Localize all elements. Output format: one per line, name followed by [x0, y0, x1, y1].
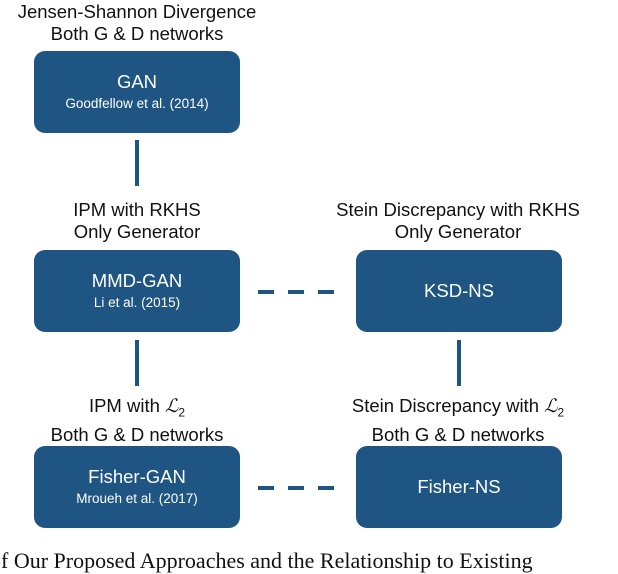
mmd-to-ksd-dashed-connector	[258, 290, 334, 294]
fisher-ns-box-title: Fisher-NS	[417, 476, 501, 497]
ksd-label-line1: Stein Discrepancy with RKHS	[336, 199, 580, 220]
gan-box-citation: Goodfellow et al. (2014)	[65, 96, 209, 111]
mmd-label-line1: IPM with RKHS	[73, 199, 201, 220]
fisher-gan-box: Fisher-GAN Mroueh et al. (2017)	[34, 446, 240, 528]
ksd-to-fns-connector	[457, 340, 461, 386]
fgan-label: IPM with ℒ2 Both G & D networks	[51, 395, 224, 446]
l2-subscript: 2	[557, 405, 565, 420]
gan-label: Jensen-Shannon Divergence Both G & D net…	[18, 1, 257, 45]
fisher-gan-box-title: Fisher-GAN	[88, 466, 186, 487]
ksd-label-line2: Only Generator	[394, 221, 522, 242]
fisher-gan-box-citation: Mroueh et al. (2017)	[76, 491, 198, 506]
l2-symbol: ℒ	[165, 396, 179, 417]
fns-label: Stein Discrepancy with ℒ2 Both G & D net…	[352, 395, 564, 446]
gan-label-line2: Both G & D networks	[50, 23, 224, 44]
gan-to-mmd-connector	[135, 140, 139, 186]
gan-box: GAN Goodfellow et al. (2014)	[34, 51, 240, 133]
fisher-ns-box: Fisher-NS	[356, 446, 562, 528]
fgan-label-line1: IPM with ℒ2	[88, 395, 186, 420]
mmd-gan-box-title: MMD-GAN	[91, 270, 183, 291]
ksd-ns-box: KSD-NS	[356, 250, 562, 332]
l2-subscript: 2	[178, 405, 186, 420]
fns-label-line2: Both G & D networks	[371, 423, 545, 445]
gan-label-line1: Jensen-Shannon Divergence	[17, 1, 257, 22]
ksd-label: Stein Discrepancy with RKHS Only Generat…	[336, 199, 580, 243]
ksd-ns-box-title: KSD-NS	[424, 280, 494, 301]
mmd-label: IPM with RKHS Only Generator	[73, 199, 200, 243]
gan-box-title: GAN	[116, 71, 158, 92]
l2-symbol: ℒ	[544, 396, 558, 417]
fgan-label-line2: Both G & D networks	[50, 423, 224, 445]
mmd-to-fgan-connector	[135, 340, 139, 386]
mmd-gan-box-citation: Li et al. (2015)	[93, 295, 181, 310]
fns-label-line1: Stein Discrepancy with ℒ2	[351, 395, 565, 420]
fgan-to-fns-dashed-connector	[258, 486, 334, 490]
mmd-gan-box: MMD-GAN Li et al. (2015)	[34, 250, 240, 332]
mmd-label-line2: Only Generator	[73, 221, 201, 242]
figure-caption: of Our Proposed Approaches and the Relat…	[0, 548, 533, 573]
